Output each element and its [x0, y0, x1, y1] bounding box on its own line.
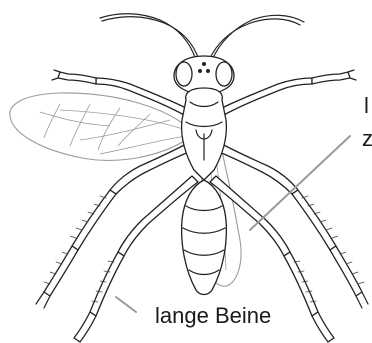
leader-line-legs — [116, 297, 136, 312]
label-legs: lange Beine — [155, 303, 271, 329]
ocellus-right-icon — [206, 69, 210, 73]
antennae — [100, 14, 304, 60]
label-right-top: l — [364, 93, 369, 119]
ocellus-left-icon — [198, 69, 202, 73]
leader-line-right — [250, 136, 350, 230]
label-right-bottom: z — [362, 126, 372, 152]
ocellus-top-icon — [202, 62, 206, 66]
